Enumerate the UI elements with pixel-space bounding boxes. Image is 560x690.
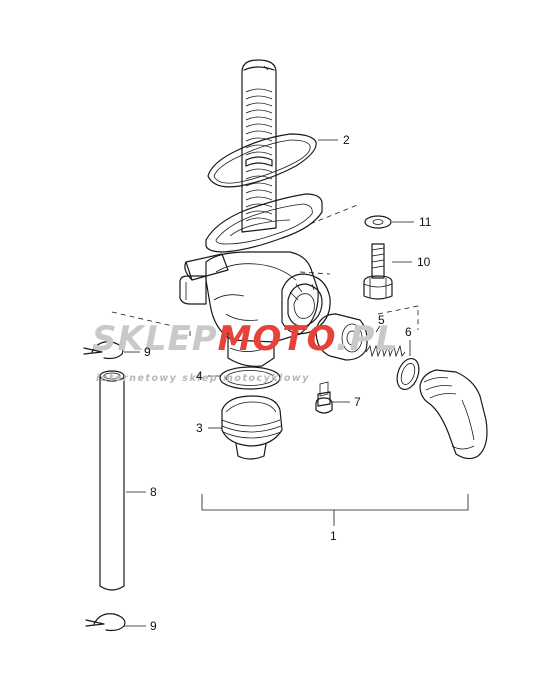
washer-ring [396, 357, 420, 391]
callout-11: 11 [419, 215, 432, 229]
callout-labels: 2 11 10 5 6 7 4 3 8 9 9 1 [144, 133, 432, 633]
hose-clip-top [83, 341, 124, 360]
watermark-brand-middle: MOTO [218, 319, 336, 359]
washer [364, 215, 392, 229]
callout-7: 7 [354, 395, 361, 409]
bolt [363, 243, 393, 300]
watermark-brand: SKLEPMOTO.PL [92, 319, 398, 359]
callout-9-top: 9 [144, 345, 151, 359]
fuel-cock-body [179, 251, 331, 367]
elbow-fitting [419, 369, 488, 460]
o-ring [219, 366, 281, 390]
callout-4: 4 [196, 369, 203, 383]
assembly-guide-lines [111, 203, 419, 338]
callout-2: 2 [343, 133, 350, 147]
watermark-brand-suffix: .PL [336, 319, 399, 359]
watermark-brand-prefix: SKLEP [92, 319, 218, 359]
fuel-cock-lever [205, 59, 323, 253]
watermark-tagline: internetowy sklep motocyklowy [96, 373, 310, 384]
callout-3: 3 [196, 421, 203, 435]
callout-10: 10 [417, 255, 431, 269]
callout-1: 1 [330, 529, 337, 543]
callout-6: 6 [405, 325, 412, 339]
hose-clip-bottom [85, 613, 126, 632]
fuel-hose [99, 370, 125, 591]
callout-5: 5 [378, 313, 385, 327]
spring [365, 344, 406, 358]
drain-screw [315, 381, 333, 414]
filter-cup [221, 395, 283, 460]
valve-cap [315, 313, 368, 361]
callout-leaders [124, 139, 469, 627]
callout-9-bottom: 9 [150, 619, 157, 633]
callout-8: 8 [150, 485, 157, 499]
watermark: SKLEPMOTO.PL internetowy sklep motocyklo… [92, 319, 398, 384]
